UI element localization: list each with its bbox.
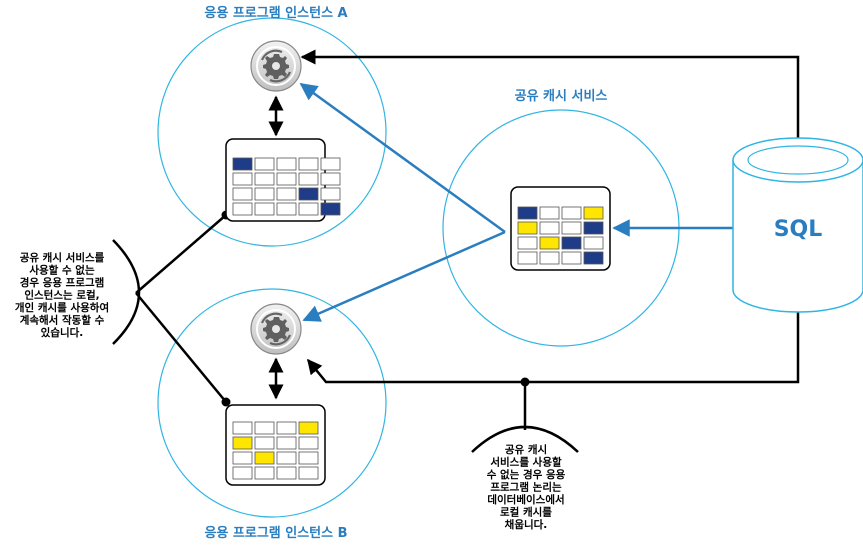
connector-dot-b — [221, 397, 231, 407]
cache-cell — [517, 251, 538, 265]
left-note-bracket — [112, 239, 141, 345]
cache-cell — [276, 466, 297, 480]
cache-cell — [561, 251, 582, 265]
cache-cell — [583, 206, 604, 220]
cache-cell — [276, 451, 297, 465]
cache-cell — [276, 172, 297, 186]
cache-cell — [298, 187, 319, 201]
shared-to-instance-a-arrow — [299, 82, 506, 234]
cache-cell — [320, 202, 341, 216]
cache-cell — [517, 206, 538, 220]
instance-a-title: 응용 프로그램 인스턴스 A — [204, 5, 347, 21]
instance-b-local-cache — [225, 404, 326, 486]
cache-cell — [254, 466, 275, 480]
note-line: 수 없는 경우 응용 — [487, 468, 566, 481]
cache-cell — [298, 466, 319, 480]
cache-cell — [539, 221, 560, 235]
cache-cell — [583, 221, 604, 235]
cache-cell — [320, 172, 341, 186]
instance-a-gear-icon — [250, 40, 302, 92]
cache-cell — [298, 421, 319, 435]
sql-database-icon — [732, 137, 863, 313]
left-note-connector-b — [135, 292, 227, 403]
instance-b-title: 응용 프로그램 인스턴스 B — [204, 525, 347, 541]
cache-cell — [232, 172, 253, 186]
cache-cell — [254, 436, 275, 450]
cache-cell — [232, 451, 253, 465]
cache-cell — [232, 202, 253, 216]
note-line: 개인 캐시를 사용하여 — [15, 301, 109, 314]
cache-cell — [232, 187, 253, 201]
cache-cell — [232, 421, 253, 435]
note-line: 경우 응용 프로그램 — [20, 276, 105, 289]
cache-cell — [232, 436, 253, 450]
sql-label: SQL — [774, 217, 823, 242]
instance-a-circle — [157, 17, 387, 247]
cache-cell — [320, 187, 341, 201]
cache-cell — [276, 157, 297, 171]
cache-cell — [232, 157, 253, 171]
cache-cell — [583, 251, 604, 265]
cache-cell — [517, 221, 538, 235]
sql-to-instance-b-line — [307, 305, 800, 384]
note-line: 있습니다. — [41, 326, 84, 339]
shared-to-instance-b-arrow — [302, 230, 506, 322]
instance-b-circle — [157, 288, 387, 518]
cache-cell — [539, 251, 560, 265]
cache-cell — [298, 172, 319, 186]
cache-cell — [254, 451, 275, 465]
cache-cell — [254, 202, 275, 216]
note-line: 인스턴스는 로컬, — [24, 289, 99, 302]
note-line: 데이터베이스에서 — [487, 493, 564, 506]
shared-cache-title: 공유 캐시 서비스 — [515, 89, 608, 104]
note-line: 서비스를 사용할 — [490, 456, 562, 469]
note-line: 사용할 수 없는 — [29, 264, 95, 277]
note-line: 로컬 캐시를 — [500, 506, 552, 519]
cache-cell — [276, 187, 297, 201]
cache-cell — [276, 421, 297, 435]
note-line: 계속해서 작동할 수 — [20, 314, 105, 327]
cache-cell — [276, 202, 297, 216]
cache-cell — [298, 157, 319, 171]
connector-dot-bottom — [520, 377, 530, 387]
cache-cell — [254, 421, 275, 435]
note-line: 공유 캐시 서비스를 — [20, 251, 105, 264]
left-note-connector-a — [135, 214, 227, 294]
instance-b-gear-icon — [250, 303, 302, 355]
cache-cell — [254, 187, 275, 201]
cache-cell — [298, 451, 319, 465]
instance-a-local-cache — [225, 138, 341, 222]
cache-cell — [561, 206, 582, 220]
cache-cell — [298, 202, 319, 216]
cache-cell — [232, 466, 253, 480]
cache-cell — [517, 236, 538, 250]
note-line: 프로그램 논리는 — [490, 481, 562, 494]
sql-to-instance-a-line — [300, 49, 800, 160]
cache-cell — [583, 236, 604, 250]
cache-cell — [298, 436, 319, 450]
shared-cache-table — [510, 186, 611, 271]
cache-cell — [561, 236, 582, 250]
cache-cell — [320, 157, 341, 171]
cache-cell — [254, 172, 275, 186]
cache-cell — [561, 221, 582, 235]
cache-cell — [276, 436, 297, 450]
note-line: 채웁니다. — [505, 518, 548, 531]
bottom-note-bracket — [471, 425, 579, 453]
cache-cell — [254, 157, 275, 171]
cache-cell — [539, 206, 560, 220]
cache-cell — [539, 236, 560, 250]
note-line: 공유 캐시 — [505, 443, 547, 456]
